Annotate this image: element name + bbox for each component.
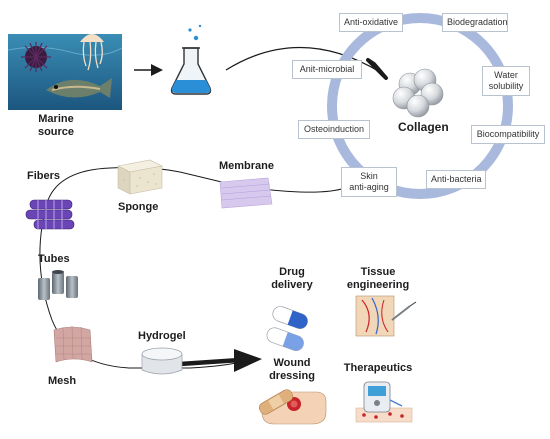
drug-delivery-label: Drug delivery xyxy=(271,266,313,291)
forms-path-top xyxy=(47,167,346,201)
collagen-molecule-icon xyxy=(392,68,444,118)
sponge-icon xyxy=(117,159,163,195)
property-anti-oxidative: Anti-oxidative xyxy=(339,13,403,32)
fish-icon xyxy=(46,78,112,98)
hydrogel-label: Hydrogel xyxy=(138,330,186,342)
property-skin-anti-aging: Skin anti-aging xyxy=(341,167,397,197)
marine-source-label: Marine source xyxy=(37,113,75,138)
tubes-icon xyxy=(38,270,78,300)
hydrogel-icon xyxy=(141,347,183,375)
property-osteoinduction: Osteoinduction xyxy=(298,120,370,139)
capsules-icon xyxy=(266,306,308,351)
mesh-icon xyxy=(53,325,93,363)
tissue-engineering-label: Tissue engineering xyxy=(346,266,410,291)
membrane-label: Membrane xyxy=(219,160,275,172)
marine-source-image xyxy=(7,34,123,110)
wound-dressing-label: Wound dressing xyxy=(269,357,315,382)
glucose-meter-icon xyxy=(355,381,413,423)
property-water-solubility: Water solubility xyxy=(482,66,530,96)
arrow-head-applications xyxy=(234,349,262,372)
wound-dressing-icon xyxy=(258,389,327,425)
property-biocompatibility: Biocompatibility xyxy=(471,125,545,144)
property-biodegradation: Biodegradation xyxy=(442,13,508,32)
property-anti-microbial: Anit-microbial xyxy=(292,60,362,79)
fibers-label: Fibers xyxy=(27,170,61,182)
fibers-icon xyxy=(25,199,75,230)
therapeutics-label: Therapeutics xyxy=(343,362,413,374)
sea-urchin-icon xyxy=(21,42,51,72)
properties-ring xyxy=(327,13,513,199)
flask-icon xyxy=(170,24,212,95)
membrane-icon xyxy=(219,177,273,209)
mesh-label: Mesh xyxy=(48,375,77,387)
tubes-label: Tubes xyxy=(38,253,70,265)
sponge-label: Sponge xyxy=(118,201,159,213)
tissue-engineering-icon xyxy=(355,295,417,337)
jellyfish-icon xyxy=(80,34,104,71)
arrow-head-collagen xyxy=(366,58,388,80)
collagen-label: Collagen xyxy=(398,120,449,134)
property-anti-bacteria: Anti-bacteria xyxy=(426,170,486,189)
